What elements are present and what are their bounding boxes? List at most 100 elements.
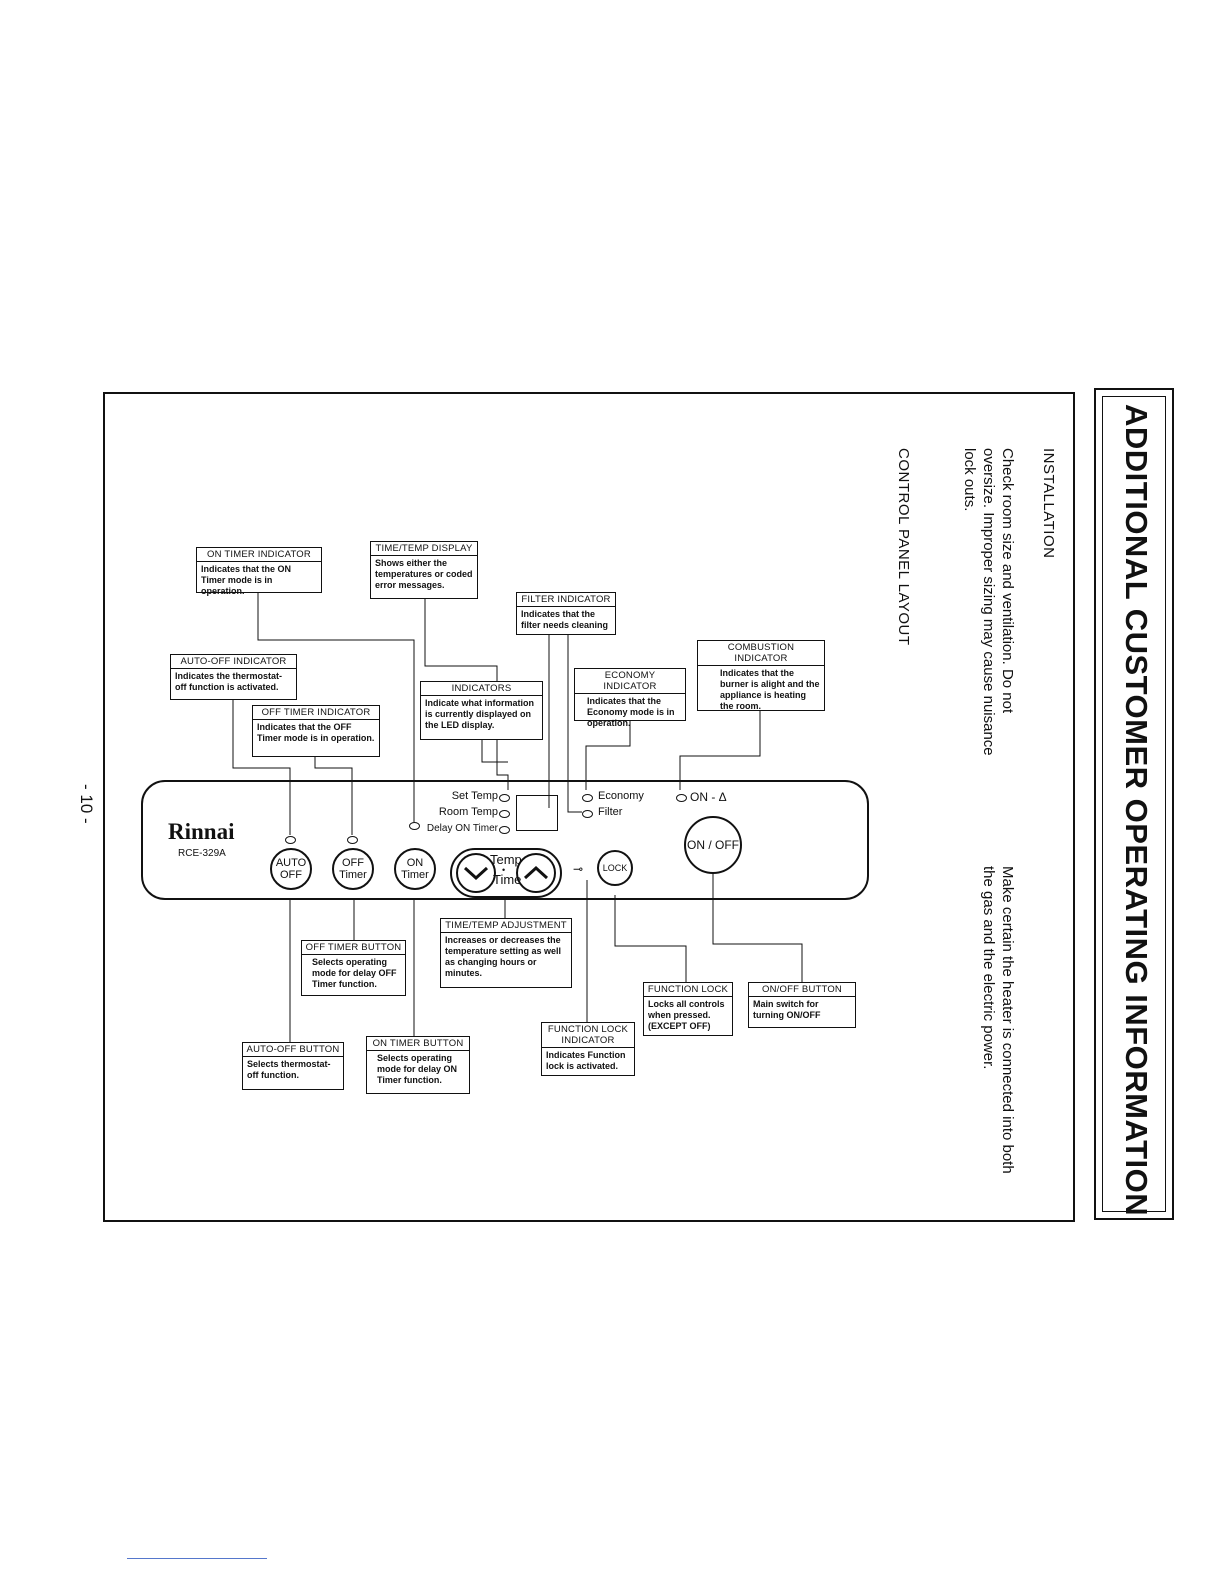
- line-on-timer-indicator: [257, 592, 415, 822]
- off-timer-label-2: Timer: [339, 869, 367, 881]
- callout-indicators: INDICATORS Indicate what information is …: [420, 681, 543, 740]
- off-timer-label-1: OFF: [342, 857, 364, 869]
- line-on-off-button: [712, 870, 803, 983]
- on-off-button[interactable]: ON / OFF: [684, 816, 742, 874]
- set-temp-led: [499, 794, 510, 802]
- auto-off-label-1: AUTO: [275, 857, 307, 869]
- callout-title: TIME/TEMP DISPLAY: [371, 542, 477, 556]
- set-temp-label: Set Temp: [451, 790, 498, 802]
- on-timer-led: [409, 822, 420, 830]
- auto-off-label-2: OFF: [280, 869, 302, 881]
- callout-time-temp-display: TIME/TEMP DISPLAY Shows either the tempe…: [370, 541, 478, 599]
- callout-desc: Indicates that the ON Timer mode is in o…: [201, 564, 292, 596]
- on-flame-label: ON - Δ: [690, 790, 727, 804]
- callout-filter-indicator: FILTER INDICATOR Indicates that the filt…: [516, 592, 616, 635]
- callout-function-lock: FUNCTION LOCK Locks all controls when pr…: [643, 982, 733, 1036]
- temp-time-up-button[interactable]: [516, 853, 556, 893]
- callout-title: FUNCTION LOCK INDICATOR: [542, 1023, 634, 1048]
- callout-title: OFF TIMER INDICATOR: [253, 706, 379, 720]
- callout-desc: Locks all controls when pressed. (EXCEPT…: [648, 999, 725, 1031]
- line-combustion-indicator: [679, 710, 761, 790]
- on-off-label: ON / OFF: [687, 838, 739, 852]
- lock-button[interactable]: LOCK: [597, 850, 633, 886]
- lock-label: LOCK: [602, 863, 628, 873]
- callout-desc: Increases or decreases the temperature s…: [445, 935, 562, 978]
- callout-desc: Selects operating mode for delay OFF Tim…: [312, 957, 397, 989]
- on-timer-button[interactable]: ON Timer: [394, 848, 436, 890]
- callout-desc: Indicates that the OFF Timer mode is in …: [257, 722, 375, 743]
- temp-time-down-button[interactable]: [456, 853, 496, 893]
- economy-label: Economy: [598, 790, 644, 802]
- led-display-window: [516, 795, 558, 831]
- callout-title: FUNCTION LOCK: [644, 983, 732, 997]
- callout-title: AUTO-OFF INDICATOR: [171, 655, 296, 669]
- room-temp-led: [499, 810, 510, 818]
- line-function-lock: [614, 895, 687, 983]
- on-timer-label-1: ON: [406, 857, 424, 869]
- callout-combustion-indicator: COMBUSTION INDICATOR Indicates that the …: [697, 640, 825, 711]
- footer-rule: [127, 1558, 267, 1559]
- model-number: RCE-329A: [178, 848, 226, 859]
- callout-title: ECONOMY INDICATOR: [575, 669, 685, 694]
- economy-led: [582, 794, 593, 802]
- callout-title: FILTER INDICATOR: [517, 593, 615, 607]
- callout-auto-off-indicator: AUTO-OFF INDICATOR Indicates the thermos…: [170, 654, 297, 700]
- off-timer-button[interactable]: OFF Timer: [332, 848, 374, 890]
- callout-desc: Selects thermostat-off function.: [247, 1059, 331, 1080]
- room-temp-label: Room Temp: [438, 806, 498, 818]
- callout-title: OFF TIMER BUTTON: [302, 941, 405, 955]
- callout-desc: Main switch for turning ON/OFF: [753, 999, 821, 1020]
- callout-title: AUTO-OFF BUTTON: [243, 1043, 343, 1057]
- callout-function-lock-indicator: FUNCTION LOCK INDICATOR Indicates Functi…: [541, 1022, 635, 1076]
- line-filter-led: [567, 634, 582, 813]
- line-off-timer-indicator: [314, 756, 353, 835]
- on-timer-label-2: Timer: [401, 869, 429, 881]
- callout-desc: Selects operating mode for delay ON Time…: [377, 1053, 458, 1085]
- delay-on-timer-label: Delay ON Timer: [426, 823, 498, 834]
- temp-label: Temp: [490, 852, 522, 867]
- callout-desc: Indicate what information is currently d…: [425, 698, 535, 730]
- title-banner-inner-border: [1102, 396, 1166, 1212]
- callout-on-timer-indicator: ON TIMER INDICATOR Indicates that the ON…: [196, 547, 322, 596]
- callout-economy-indicator: ECONOMY INDICATOR Indicates that the Eco…: [574, 668, 686, 728]
- callout-title: TIME/TEMP ADJUSTMENT: [441, 919, 571, 933]
- callout-on-timer-button: ON TIMER BUTTON Selects operating mode f…: [366, 1036, 470, 1094]
- control-panel: [141, 780, 869, 900]
- callout-off-timer-indicator: OFF TIMER INDICATOR Indicates that the O…: [252, 705, 380, 757]
- title-banner: ADDITIONAL CUSTOMER OPERATING INFORMATIO…: [1094, 388, 1174, 1220]
- callout-title: COMBUSTION INDICATOR: [698, 641, 824, 666]
- callout-auto-off-button: AUTO-OFF BUTTON Selects thermostat-off f…: [242, 1042, 344, 1090]
- chevron-up-icon: [523, 865, 549, 880]
- brand-logo: Rinnai: [168, 819, 235, 844]
- callout-on-off-button: ON/OFF BUTTON Main switch for turning ON…: [748, 982, 856, 1028]
- callout-time-temp-adjustment: TIME/TEMP ADJUSTMENT Increases or decrea…: [440, 918, 572, 988]
- time-label: Time: [493, 872, 522, 887]
- filter-led: [582, 810, 593, 818]
- line-indicators: [481, 739, 508, 763]
- callout-desc: Indicates that the Economy mode is in op…: [587, 696, 675, 728]
- key-icon: ⊸: [573, 862, 584, 876]
- page-number: - 10 -: [77, 784, 96, 824]
- line-economy-indicator: [585, 720, 631, 790]
- filter-label: Filter: [598, 806, 623, 818]
- callout-desc: Indicates that the filter needs cleaning: [521, 609, 609, 630]
- combustion-led: [676, 794, 687, 802]
- callout-title: ON TIMER BUTTON: [367, 1037, 469, 1051]
- line-auto-off-indicator: [232, 699, 291, 835]
- callout-desc: Indicates Function lock is activated.: [546, 1050, 626, 1071]
- off-timer-led: [347, 836, 358, 844]
- callout-desc: Indicates the thermostat-off function is…: [175, 671, 283, 692]
- callout-title: ON/OFF BUTTON: [749, 983, 855, 997]
- auto-off-button[interactable]: AUTO OFF: [270, 848, 312, 890]
- callout-off-timer-button: OFF TIMER BUTTON Selects operating mode …: [301, 940, 406, 996]
- callout-title: ON TIMER INDICATOR: [197, 548, 321, 562]
- callout-desc: Indicates that the burner is alight and …: [720, 668, 820, 711]
- callout-desc: Shows either the temperatures or coded e…: [375, 558, 473, 590]
- content-frame: [103, 392, 1075, 1222]
- temp-time-separator: •: [502, 865, 506, 875]
- temp-time-rocker: [450, 848, 562, 898]
- chevron-down-icon: [463, 866, 489, 881]
- callout-title: INDICATORS: [421, 682, 542, 696]
- auto-off-led: [285, 836, 296, 844]
- delay-on-timer-led: [499, 826, 510, 834]
